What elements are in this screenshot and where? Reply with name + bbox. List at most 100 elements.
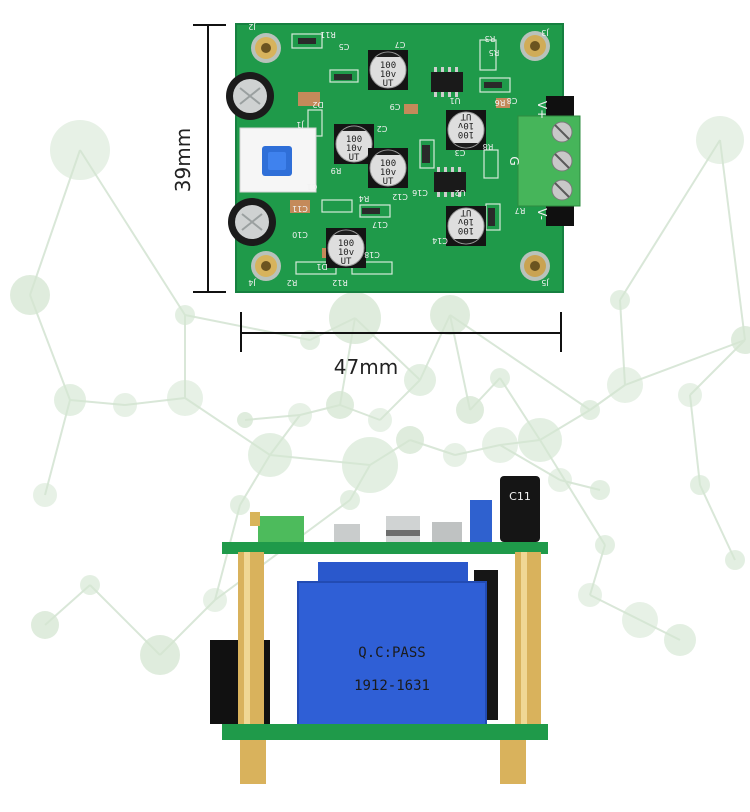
component-ref-label: D1 (316, 262, 327, 271)
network-node (482, 427, 518, 463)
component-ref-label: C1 (307, 182, 318, 191)
transformer-stamp-line2: 1912-1631 (354, 678, 430, 694)
smd-capacitor (290, 200, 310, 213)
network-node (237, 412, 253, 428)
capacitor-marking: UT (341, 257, 352, 267)
network-node (10, 275, 50, 315)
capacitor-marking: 100 (338, 239, 354, 249)
component-ref-label: R3 (485, 34, 496, 43)
electrolytic-capacitor-bottom (228, 198, 276, 246)
network-node (340, 490, 360, 510)
capacitor-marking: UT (349, 153, 360, 163)
network-node (368, 408, 392, 432)
network-node (342, 437, 398, 493)
component-ref-label: J3 (541, 28, 549, 37)
capacitor-marking: UT (383, 177, 394, 187)
component-ref-label: C9 (390, 102, 401, 111)
network-node (578, 583, 602, 607)
capacitor-marking: 10v (458, 216, 474, 226)
ic-u2 (434, 167, 466, 197)
network-node (396, 426, 424, 454)
network-link (79, 149, 186, 316)
network-node (678, 383, 702, 407)
network-node (430, 295, 470, 335)
network-node (490, 368, 510, 388)
height-label: 39mm (171, 128, 195, 192)
network-node (725, 550, 745, 570)
smd-capacitor (298, 92, 320, 106)
network-node (580, 400, 600, 420)
network-node (140, 635, 180, 675)
network-link (699, 484, 736, 561)
terminal-label-vminus: V- (535, 208, 549, 220)
network-node (664, 624, 696, 656)
component-ref-label: R11 (320, 30, 336, 39)
network-node (548, 468, 572, 492)
capacitor-marking: UT (460, 207, 471, 217)
component-ref-label: J1 (296, 120, 304, 129)
side-capacitors: C11 (334, 476, 540, 550)
capacitor-marking: 100 (380, 61, 396, 71)
network-node (50, 120, 110, 180)
network-node (456, 396, 484, 424)
network-node (607, 367, 643, 403)
network-node (167, 380, 203, 416)
component-ref-label: D2 (312, 100, 323, 109)
capacitor-marking: 10v (380, 168, 396, 178)
network-link (689, 394, 701, 486)
transformer-stamp-line1: Q.C:PASS (358, 645, 425, 661)
network-link (719, 139, 746, 341)
component-ref-label: R12 (332, 278, 348, 287)
component-ref-label: C2 (377, 124, 388, 133)
component-ref-label: R5 (489, 48, 500, 57)
capacitor-marking: UT (460, 111, 471, 121)
network-node (33, 483, 57, 507)
network-node (300, 330, 320, 350)
component-ref-label: R7 (515, 206, 526, 215)
capacitor-c11-label: C11 (509, 490, 531, 503)
component-ref-label: C7 (395, 40, 406, 49)
terminal-label-vplus: V+ (535, 101, 549, 119)
terminal-block (517, 96, 581, 226)
component-ref-label: R9 (331, 166, 342, 175)
width-label: 47mm (334, 355, 398, 379)
component-ref-label: R6 (495, 98, 506, 107)
ic-u1 (431, 67, 463, 97)
network-node (696, 116, 744, 164)
component-ref-label: J2 (248, 22, 256, 31)
component-ref-label: J4 (248, 278, 256, 287)
capacitor-marking: 100 (458, 225, 474, 235)
network-node (203, 588, 227, 612)
side-top-pcb (222, 542, 548, 554)
network-link (184, 314, 311, 341)
component-ref-label: C10 (292, 230, 308, 239)
network-link (449, 314, 591, 411)
capacitor-marking: UT (383, 79, 394, 89)
network-node (610, 290, 630, 310)
capacitor-marking: 10v (380, 70, 396, 80)
component-ref-label: R4 (359, 194, 370, 203)
capacitor-marking: 100 (380, 159, 396, 169)
network-node (590, 480, 610, 500)
capacitor-marking: 10v (346, 144, 362, 154)
component-ref-label: C8 (507, 96, 518, 105)
network-node (248, 433, 292, 477)
network-node (518, 418, 562, 462)
component-ref-label: C16 (412, 188, 428, 197)
component-ref-label: J5 (541, 278, 549, 287)
side-bottom-pcb (222, 724, 548, 740)
network-node (54, 384, 86, 416)
network-node (113, 393, 137, 417)
component-ref-label: U1 (450, 96, 461, 105)
network-node (80, 575, 100, 595)
component-ref-label: U2 (455, 188, 466, 197)
network-node (326, 391, 354, 419)
network-node (31, 611, 59, 639)
